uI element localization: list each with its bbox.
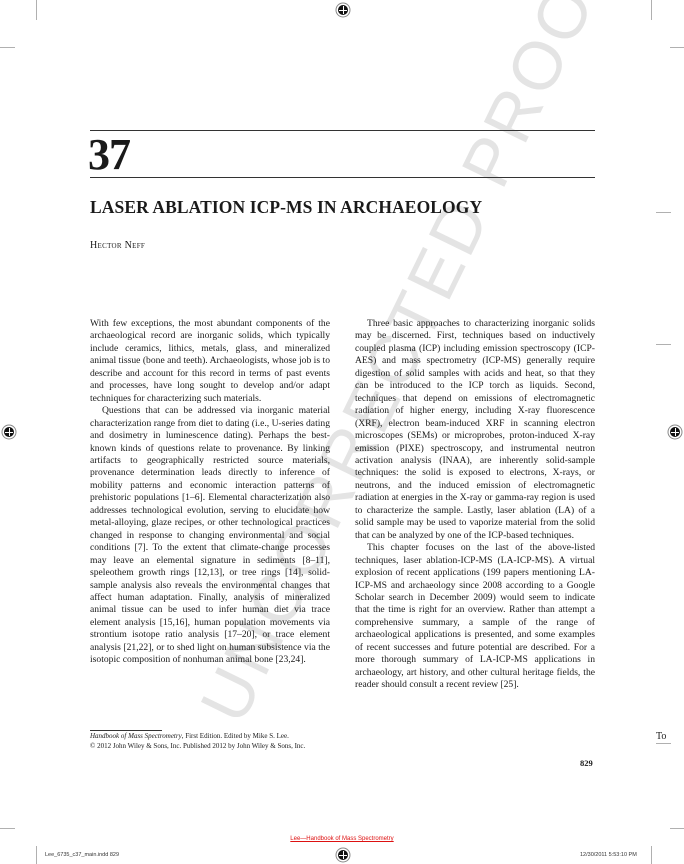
crop-mark-top-left-horizontal — [0, 47, 15, 48]
page-number: 829 — [580, 758, 593, 768]
timestamp-slug: 12/30/2011 5:53:10 PM — [580, 852, 637, 858]
paragraph: With few exceptions, the most abundant c… — [90, 318, 330, 404]
registration-mark-left-icon — [4, 427, 14, 437]
footnote-line-1: Handbook of Mass Spectrometry, First Edi… — [90, 732, 305, 742]
chapter-title: LASER ABLATION ICP-MS IN ARCHAEOLOGY — [90, 197, 483, 217]
left-column: With few exceptions, the most abundant c… — [90, 318, 330, 667]
edition-info: , First Edition. Edited by Mike S. Lee. — [181, 732, 289, 740]
paragraph: Questions that can be addressed via inor… — [90, 405, 330, 666]
chapter-rule-top — [90, 130, 595, 131]
chapter-rule-bottom — [90, 177, 595, 178]
copyright-footnote: Handbook of Mass Spectrometry, First Edi… — [90, 732, 305, 751]
paragraph: Three basic approaches to characterizing… — [355, 318, 595, 541]
crop-mark-top-right-horizontal — [670, 47, 684, 48]
registration-mark-right-icon — [670, 427, 680, 437]
crop-mark-top-left-vertical — [36, 0, 37, 20]
registration-mark-bottom-icon — [338, 850, 348, 860]
registration-mark-top-icon — [338, 5, 348, 15]
chapter-author: Hector Neff — [90, 240, 146, 251]
footnote-rule — [90, 730, 162, 731]
chapter-number: 37 — [88, 130, 131, 179]
margin-mark-right-3 — [656, 743, 671, 744]
right-column: Three basic approaches to characterizing… — [355, 318, 595, 692]
slug-divider-right — [651, 846, 652, 864]
running-title-slug: Lee—Handbook of Mass Spectrometry — [290, 836, 394, 842]
book-title: Handbook of Mass Spectrometry — [90, 732, 182, 740]
margin-mark-right-1 — [656, 212, 671, 213]
slug-divider-left — [36, 846, 37, 864]
margin-mark-right-2 — [656, 344, 671, 345]
paragraph: This chapter focuses on the last of the … — [355, 542, 595, 691]
file-name-slug: Lee_6735_c37_main.indd 829 — [45, 852, 120, 858]
footnote-line-2: © 2012 John Wiley & Sons, Inc. Published… — [90, 741, 306, 750]
crop-mark-bottom-right-horizontal — [670, 828, 684, 829]
crop-mark-bottom-left-horizontal — [0, 828, 15, 829]
margin-note: To — [656, 731, 667, 742]
crop-mark-top-right-vertical — [651, 0, 652, 20]
